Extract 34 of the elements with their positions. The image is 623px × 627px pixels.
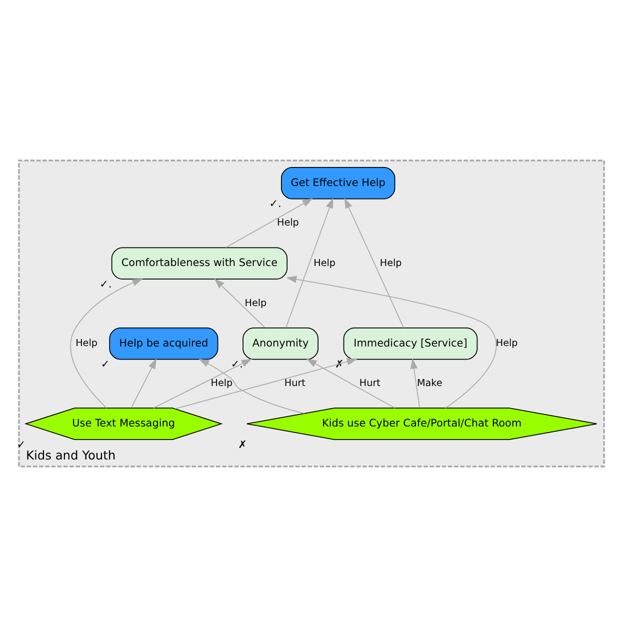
edge-label: Make	[417, 378, 442, 390]
node-box: Immedicacy [Service]	[343, 327, 478, 360]
edge-label: Hurt	[359, 378, 380, 390]
edge-label: Help	[277, 218, 299, 229]
node-label: ✓.	[269, 198, 282, 210]
edge-label: Help	[380, 258, 402, 269]
arrow	[174, 358, 358, 410]
arrow	[70, 278, 143, 408]
node-box: Anonymity	[242, 327, 318, 360]
node-box: Comfortableness with Service	[111, 247, 288, 280]
node-label: ✓	[100, 358, 110, 371]
arrow	[306, 358, 396, 408]
arrow	[286, 198, 334, 328]
arrow	[225, 198, 313, 248]
edge-label: Help	[496, 338, 518, 350]
node-label: ✗	[238, 438, 247, 451]
arrow	[214, 278, 266, 328]
edge-label: Help	[76, 338, 98, 350]
arrow	[153, 358, 252, 408]
arrow	[130, 358, 157, 408]
edge-label: Help	[244, 298, 267, 309]
node-label: ✓.	[230, 358, 243, 371]
node-box: Get Effective Help	[280, 167, 396, 200]
node-label: ✓	[16, 438, 26, 451]
node-label: ✓.	[100, 278, 112, 290]
arrow	[410, 358, 420, 408]
node-label: ✗	[335, 358, 344, 371]
arrow	[344, 198, 404, 328]
arrow	[198, 358, 305, 414]
arrow	[286, 276, 497, 408]
edge-label: Help	[210, 378, 233, 390]
edge-label: Help	[314, 258, 336, 269]
edge-label: Hurt	[284, 378, 306, 390]
node-box: Help be acquired	[109, 327, 218, 360]
